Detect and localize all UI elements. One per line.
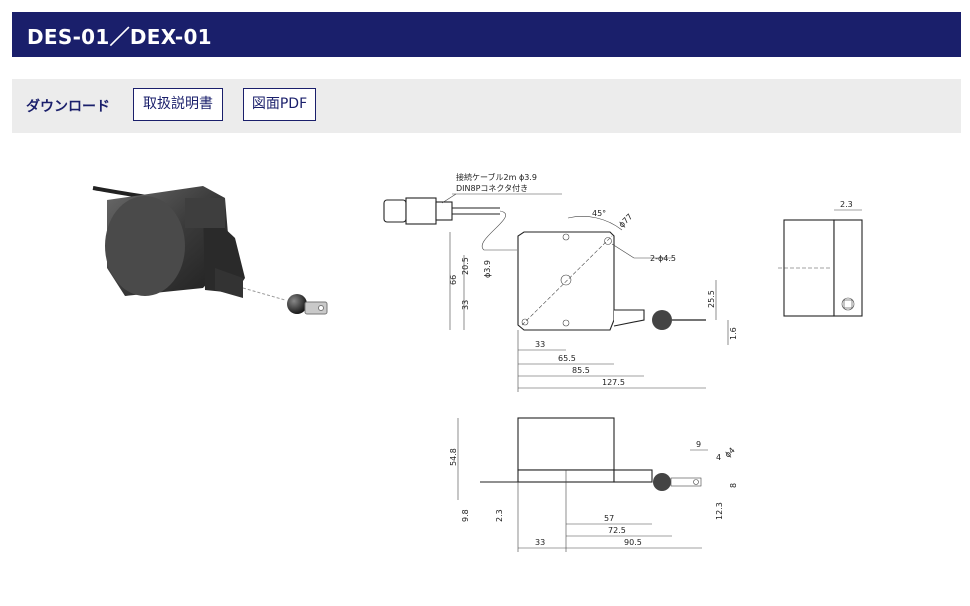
dim-4: 4 xyxy=(716,453,721,462)
top-view-body xyxy=(480,417,702,491)
download-label: ダウンロード xyxy=(26,99,110,115)
manual-download-button[interactable]: 取扱説明書 xyxy=(133,88,223,121)
title-bar: DES-01／DEX-01 xyxy=(12,12,961,57)
dim-2-3: 2.3 xyxy=(495,509,504,522)
top-dim-33: 33 xyxy=(535,538,545,547)
dim-85-5: 85.5 xyxy=(572,366,590,375)
diameter-77-label: ϕ77 xyxy=(617,212,634,229)
dim-33-left: 33 xyxy=(461,300,470,310)
dim-9: 9 xyxy=(696,440,701,449)
download-bar: ダウンロード 取扱説明書 図面PDF xyxy=(12,79,961,133)
cable-note-line1: 接続ケーブル2m ϕ3.9 xyxy=(456,172,537,182)
dim-25-5: 25.5 xyxy=(707,290,716,308)
dim-65-5: 65.5 xyxy=(558,354,576,363)
dim-8: 8 xyxy=(729,483,738,488)
dim-phi-3-9: ϕ3.9 xyxy=(483,260,492,278)
dim-90-5: 90.5 xyxy=(624,538,642,547)
dim-1-6: 1.6 xyxy=(729,327,738,340)
dim-72-5: 72.5 xyxy=(608,526,626,535)
dim-9-8: 9.8 xyxy=(461,509,470,522)
dimension-drawing: 接続ケーブル2m ϕ3.9 DIN8Pコネクタ付き 45° ϕ77 2-ϕ4.5… xyxy=(383,172,863,552)
cable-note-line2: DIN8Pコネクタ付き xyxy=(456,183,528,193)
angle-label: 45° xyxy=(592,209,606,218)
drawing-pdf-download-button[interactable]: 図面PDF xyxy=(243,88,316,121)
dim-57: 57 xyxy=(604,514,614,523)
page-title: DES-01／DEX-01 xyxy=(27,25,212,49)
product-photo xyxy=(92,186,328,315)
holes-label: 2-ϕ4.5 xyxy=(650,254,676,263)
dim-127-5: 127.5 xyxy=(602,378,625,387)
dim-phi-4: ϕ4 xyxy=(723,446,737,460)
side-dim-2-3: 2.3 xyxy=(840,200,853,209)
dim-54-8: 54.8 xyxy=(449,448,458,466)
connector-plug xyxy=(383,197,500,225)
side-view xyxy=(778,219,863,317)
front-view-body xyxy=(517,231,706,331)
dim-12-3: 12.3 xyxy=(715,502,724,520)
dim-66: 66 xyxy=(449,275,458,285)
dim-33: 33 xyxy=(535,340,545,349)
dim-20-5: 20.5 xyxy=(461,257,470,275)
